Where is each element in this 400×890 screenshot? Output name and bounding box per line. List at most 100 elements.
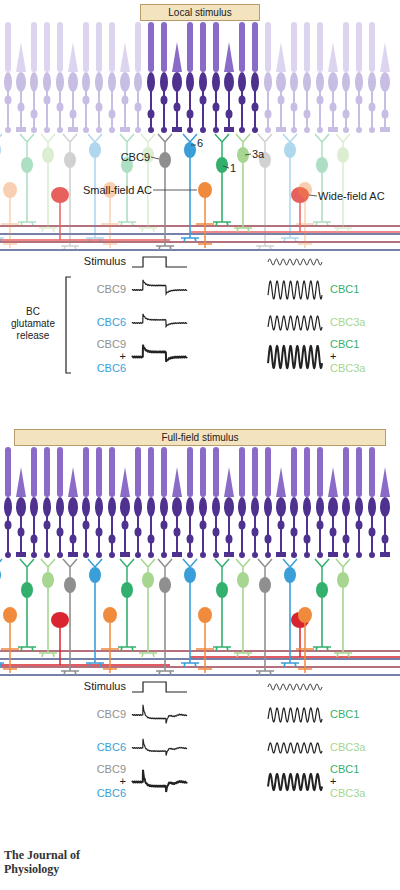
nucleus bbox=[226, 535, 233, 544]
bipolar-soma bbox=[0, 567, 1, 583]
nucleus bbox=[148, 535, 155, 544]
rod-photoreceptor bbox=[56, 22, 64, 133]
bipolar-dendrites bbox=[315, 134, 329, 159]
nucleus bbox=[356, 521, 363, 530]
bipolar-axon bbox=[221, 171, 223, 222]
bipolar-cell bbox=[139, 134, 157, 232]
bipolar-dendrites bbox=[336, 134, 350, 149]
bipolar-soma bbox=[337, 572, 349, 588]
inner-segment bbox=[160, 72, 168, 92]
inner-segment bbox=[16, 497, 26, 517]
rod-spherule bbox=[83, 552, 89, 558]
trace-label: CBC9 bbox=[72, 283, 126, 296]
inner-segment bbox=[328, 497, 338, 517]
stimulus-bar: Local stimulus bbox=[140, 4, 260, 21]
axon-fiber bbox=[111, 90, 113, 128]
rod-spherule bbox=[343, 127, 349, 133]
bipolar-dendrites bbox=[120, 559, 134, 584]
bipolar-cell bbox=[234, 559, 252, 657]
rod-spherule bbox=[83, 127, 89, 133]
trace-label: + bbox=[72, 350, 126, 363]
bracket bbox=[66, 277, 71, 373]
inner-segment bbox=[342, 497, 350, 517]
rod-outer-segment bbox=[200, 22, 206, 72]
axon-fiber bbox=[111, 515, 113, 553]
trace-label: CBC6 bbox=[72, 316, 126, 329]
bipolar-soma bbox=[184, 567, 196, 583]
rod-outer-segment bbox=[31, 447, 37, 497]
inner-segment bbox=[56, 72, 64, 92]
rod-outer-segment bbox=[239, 22, 245, 72]
bipolar-axon bbox=[94, 156, 96, 238]
inner-segment bbox=[355, 72, 363, 92]
inner-segment bbox=[303, 497, 311, 517]
rod-outer-segment bbox=[304, 22, 310, 72]
row-label: Stimulus bbox=[72, 680, 126, 693]
bipolar-dendrites bbox=[20, 559, 34, 584]
bipolar-cell bbox=[0, 134, 4, 242]
trace-label: CBC6 bbox=[72, 362, 126, 375]
nucleus bbox=[278, 96, 285, 105]
nucleus bbox=[369, 103, 376, 112]
inner-segment bbox=[264, 72, 272, 92]
axon-terminal bbox=[156, 671, 174, 675]
inner-segment bbox=[30, 72, 38, 92]
nucleus bbox=[135, 528, 142, 537]
bipolar-cell bbox=[39, 134, 57, 232]
rod-spherule bbox=[200, 552, 206, 558]
nucleus bbox=[83, 96, 90, 105]
bipolar-axon bbox=[221, 596, 223, 647]
bipolar-cell bbox=[0, 559, 4, 667]
axon-fiber bbox=[72, 515, 74, 553]
cell-label: 6 bbox=[197, 137, 211, 150]
axon-terminal bbox=[0, 663, 4, 667]
inner-segment bbox=[56, 497, 64, 517]
inner-segment bbox=[95, 497, 103, 517]
inner-segment bbox=[342, 72, 350, 92]
ac-soma bbox=[51, 612, 69, 628]
cone-photoreceptor bbox=[172, 42, 182, 132]
axon-terminal bbox=[281, 663, 299, 667]
bipolar-cell bbox=[256, 559, 274, 675]
nucleus bbox=[343, 110, 350, 119]
bracket-label: BC glutamate release bbox=[6, 306, 60, 342]
rod-spherule bbox=[148, 127, 154, 133]
cone-photoreceptor bbox=[328, 42, 338, 132]
cone-pedicle bbox=[380, 127, 390, 132]
ac-process bbox=[204, 196, 206, 248]
rod-outer-segment bbox=[5, 447, 11, 497]
trace-label: + bbox=[72, 775, 126, 788]
nucleus bbox=[382, 535, 389, 544]
ac-branches bbox=[296, 649, 314, 669]
rod-spherule bbox=[343, 552, 349, 558]
cone-outer-segment bbox=[328, 467, 338, 497]
stimulus-label: Full-field stimulus bbox=[161, 432, 238, 444]
rod-spherule bbox=[252, 127, 258, 133]
bipolar-cell bbox=[39, 559, 57, 657]
ac-soma bbox=[51, 187, 69, 203]
cone-pedicle bbox=[172, 552, 182, 557]
axon-terminal bbox=[156, 246, 174, 250]
inner-segment bbox=[160, 497, 168, 517]
axon-terminal bbox=[61, 671, 79, 675]
bipolar-axon bbox=[47, 161, 49, 228]
inner-segment bbox=[368, 72, 376, 92]
ac-process bbox=[59, 625, 61, 665]
axon-terminal bbox=[0, 238, 4, 242]
ac-branches bbox=[1, 224, 19, 244]
bipolar-soma bbox=[42, 572, 54, 588]
rod-spherule bbox=[109, 552, 115, 558]
rod-photoreceptor bbox=[82, 22, 90, 133]
rod-photoreceptor bbox=[160, 22, 168, 133]
axon-terminal bbox=[334, 653, 352, 657]
bipolar-axon bbox=[289, 156, 291, 238]
axon-fiber bbox=[189, 90, 191, 128]
bipolar-group bbox=[256, 559, 352, 675]
cone-pedicle bbox=[16, 127, 26, 132]
nucleus bbox=[109, 535, 116, 544]
full-field-traces bbox=[132, 682, 322, 792]
bipolar-group bbox=[0, 134, 57, 250]
cone-photoreceptor bbox=[172, 467, 182, 557]
rod-spherule bbox=[317, 552, 323, 558]
step-stimulus bbox=[132, 257, 187, 267]
